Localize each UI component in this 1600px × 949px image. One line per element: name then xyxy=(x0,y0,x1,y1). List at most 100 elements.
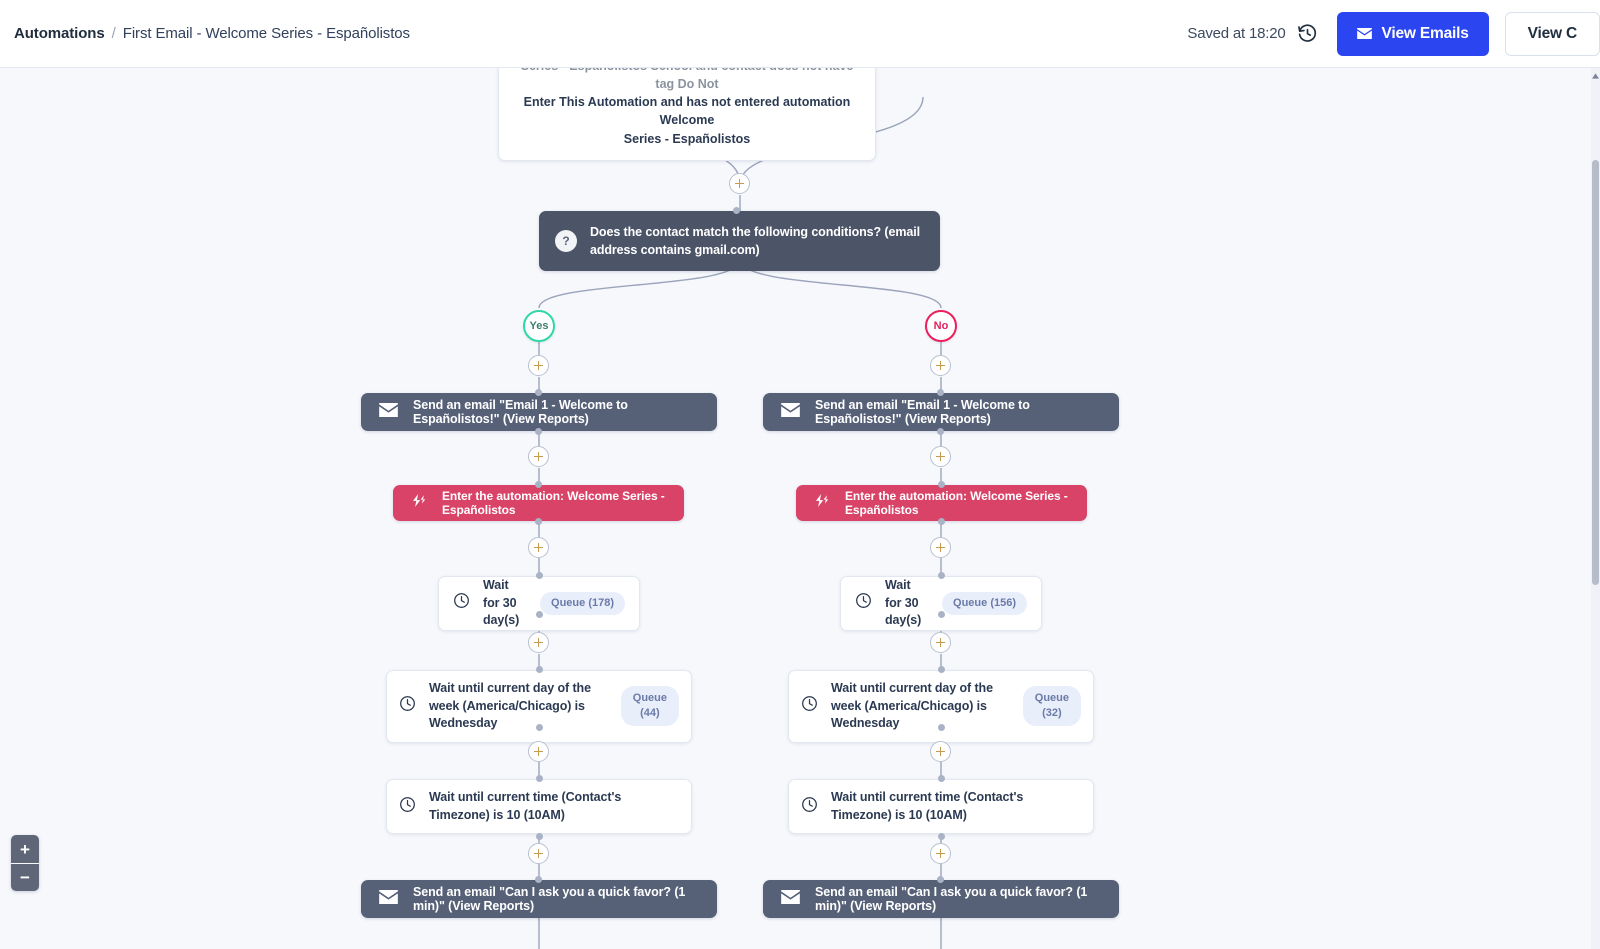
add-step-button-right-5[interactable] xyxy=(930,741,951,762)
email-card[interactable]: Send an email "Can I ask you a quick fav… xyxy=(361,880,717,918)
plus-icon[interactable] xyxy=(528,632,549,653)
wait-node-left-3[interactable]: Wait until current time (Contact's Timez… xyxy=(386,775,692,840)
add-step-button-junction[interactable] xyxy=(729,173,750,194)
plus-icon[interactable] xyxy=(729,173,750,194)
branch-label-yes[interactable]: Yes xyxy=(523,310,555,342)
wait-card[interactable]: Wait until current day of the week (Amer… xyxy=(788,670,1094,743)
add-step-button-right-1[interactable] xyxy=(930,355,951,376)
add-step-button-left-4[interactable] xyxy=(528,632,549,653)
queue-badge[interactable]: Queue (44) xyxy=(620,686,679,727)
add-step-button-right-4[interactable] xyxy=(930,632,951,653)
wait-card[interactable]: Wait for 30 day(s) Queue (178) xyxy=(438,576,640,631)
plus-icon[interactable] xyxy=(930,355,951,376)
header-actions: Saved at 18:20 View Emails View C xyxy=(1187,11,1600,56)
email-card[interactable]: Send an email "Can I ask you a quick fav… xyxy=(763,880,1119,918)
email-node-right-1[interactable]: Send an email "Email 1 - Welcome to Espa… xyxy=(763,389,1119,435)
wait-node-left-2[interactable]: Wait until current day of the week (Amer… xyxy=(386,666,692,743)
breadcrumb-automations-link[interactable]: Automations xyxy=(14,25,105,42)
connector-dot xyxy=(938,518,945,525)
email-node-left-2[interactable]: Send an email "Can I ask you a quick fav… xyxy=(361,876,717,918)
connector-dot xyxy=(937,389,944,396)
clock-icon xyxy=(801,796,818,818)
envelope-icon xyxy=(379,402,398,422)
condition-card[interactable]: ? Does the contact match the following c… xyxy=(539,211,940,272)
wait-node-right-2[interactable]: Wait until current day of the week (Amer… xyxy=(788,666,1094,743)
plus-icon[interactable] xyxy=(528,843,549,864)
lightning-bolt-icon xyxy=(814,494,831,512)
automation-canvas[interactable]: Series - Españolistos School and contact… xyxy=(0,68,1600,949)
scroll-up-arrow-icon[interactable] xyxy=(1591,70,1600,82)
condition-node[interactable]: ? Does the contact match the following c… xyxy=(539,207,940,272)
add-step-button-right-6[interactable] xyxy=(930,843,951,864)
wait-node-right-1[interactable]: Wait for 30 day(s) Queue (156) xyxy=(840,572,1042,631)
add-step-button-left-2[interactable] xyxy=(528,446,549,467)
connector-dot xyxy=(536,724,543,731)
connector-dot xyxy=(536,666,543,673)
history-clock-icon[interactable] xyxy=(1297,23,1319,45)
vertical-scrollbar-thumb[interactable] xyxy=(1592,160,1599,585)
email-node-text: Send an email "Email 1 - Welcome to Espa… xyxy=(413,398,628,426)
breadcrumb-current-page: First Email - Welcome Series - Españolis… xyxy=(122,25,410,42)
wait-node-text: Wait until current day of the week (Amer… xyxy=(831,681,993,730)
add-step-button-left-3[interactable] xyxy=(528,537,549,558)
queue-badge[interactable]: Queue (178) xyxy=(540,591,625,615)
connector-dot xyxy=(536,833,543,840)
plus-icon[interactable] xyxy=(930,843,951,864)
view-contacts-button[interactable]: View C xyxy=(1504,11,1600,56)
plus-icon[interactable] xyxy=(930,537,951,558)
automation-node-right[interactable]: Enter the automation: Welcome Series - E… xyxy=(796,481,1087,525)
automation-card[interactable]: Enter the automation: Welcome Series - E… xyxy=(393,485,684,521)
connector-dot xyxy=(937,876,944,883)
app-header: Automations / First Email - Welcome Seri… xyxy=(0,0,1600,68)
automation-card[interactable]: Enter the automation: Welcome Series - E… xyxy=(796,485,1087,521)
wait-card[interactable]: Wait until current day of the week (Amer… xyxy=(386,670,692,743)
view-emails-label: View Emails xyxy=(1381,24,1469,42)
email-card[interactable]: Send an email "Email 1 - Welcome to Espa… xyxy=(361,393,717,431)
wait-node-right-3[interactable]: Wait until current time (Contact's Timez… xyxy=(788,775,1094,840)
queue-badge-line2: (32) xyxy=(1042,707,1062,720)
trigger-text-line3: Series - Españolistos xyxy=(623,131,751,146)
email-card[interactable]: Send an email "Email 1 - Welcome to Espa… xyxy=(763,393,1119,431)
wait-card[interactable]: Wait for 30 day(s) Queue (156) xyxy=(840,576,1042,631)
question-mark-icon: ? xyxy=(555,230,577,253)
plus-icon[interactable] xyxy=(930,741,951,762)
plus-icon[interactable] xyxy=(528,537,549,558)
zoom-in-button[interactable]: + xyxy=(11,835,39,863)
branch-no-circle[interactable]: No xyxy=(925,310,957,342)
clock-icon xyxy=(399,695,416,717)
wait-node-left-1[interactable]: Wait for 30 day(s) Queue (178) xyxy=(438,572,640,631)
wait-node-text: Wait for 30 day(s) xyxy=(483,578,520,627)
email-node-right-2[interactable]: Send an email "Can I ask you a quick fav… xyxy=(763,876,1119,918)
queue-badge[interactable]: Queue (156) xyxy=(942,591,1027,615)
zoom-out-label: − xyxy=(20,868,30,887)
view-emails-button[interactable]: View Emails xyxy=(1336,11,1489,56)
trigger-node[interactable]: Series - Españolistos School and contact… xyxy=(498,68,876,161)
plus-icon[interactable] xyxy=(528,355,549,376)
connector-dot xyxy=(535,876,542,883)
zoom-out-button[interactable]: − xyxy=(11,863,39,891)
wait-card[interactable]: Wait until current time (Contact's Timez… xyxy=(788,779,1094,834)
branch-label-no[interactable]: No xyxy=(925,310,957,342)
connector-dot xyxy=(536,572,543,579)
connector-dot xyxy=(536,611,543,618)
add-step-button-left-6[interactable] xyxy=(528,843,549,864)
connector-dot xyxy=(535,389,542,396)
plus-icon[interactable] xyxy=(528,741,549,762)
clock-icon xyxy=(855,592,872,614)
connector-dot xyxy=(938,611,945,618)
plus-icon[interactable] xyxy=(930,632,951,653)
plus-icon[interactable] xyxy=(930,446,951,467)
add-step-button-left-5[interactable] xyxy=(528,741,549,762)
add-step-button-right-2[interactable] xyxy=(930,446,951,467)
add-step-button-right-3[interactable] xyxy=(930,537,951,558)
email-node-left-1[interactable]: Send an email "Email 1 - Welcome to Espa… xyxy=(361,389,717,435)
branch-yes-circle[interactable]: Yes xyxy=(523,310,555,342)
wait-node-text: Wait until current time (Contact's Timez… xyxy=(831,790,1024,822)
automation-node-left[interactable]: Enter the automation: Welcome Series - E… xyxy=(393,481,684,525)
plus-icon[interactable] xyxy=(528,446,549,467)
add-step-button-left-1[interactable] xyxy=(528,355,549,376)
zoom-controls[interactable]: + − xyxy=(11,835,39,891)
wait-card[interactable]: Wait until current time (Contact's Timez… xyxy=(386,779,692,834)
trigger-card[interactable]: Series - Españolistos School and contact… xyxy=(498,68,876,161)
queue-badge[interactable]: Queue (32) xyxy=(1022,686,1081,727)
